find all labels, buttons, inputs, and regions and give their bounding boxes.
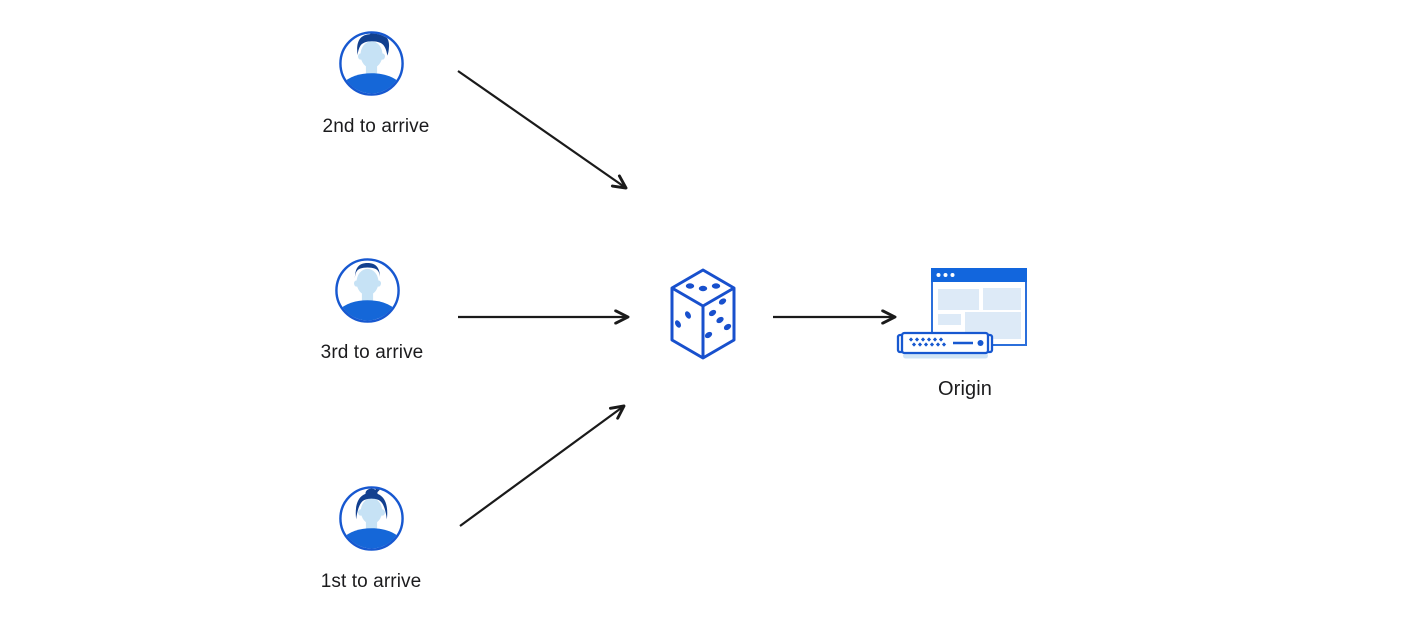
user-1st-label: 1st to arrive xyxy=(320,571,422,592)
woman-bun-avatar-icon xyxy=(339,486,404,551)
node-origin: Origin xyxy=(896,260,1028,400)
node-user-1st: 1st to arrive xyxy=(321,485,421,592)
user-3rd-label: 3rd to arrive xyxy=(320,342,424,363)
node-randomizer xyxy=(669,267,737,366)
origin-label: Origin xyxy=(938,378,992,400)
man-pompadour-avatar-icon xyxy=(339,31,404,96)
origin-server-browser-icon xyxy=(896,268,1027,359)
man-short-hair-avatar-icon xyxy=(335,258,400,323)
arrow-user2nd-to-dice xyxy=(457,70,628,190)
dice-icon xyxy=(670,268,736,360)
node-user-3rd: 3rd to arrive xyxy=(321,257,423,363)
node-user-2nd: 2nd to arrive xyxy=(323,30,429,137)
arrow-user1st-to-dice xyxy=(459,404,626,527)
user-2nd-label: 2nd to arrive xyxy=(322,116,430,137)
